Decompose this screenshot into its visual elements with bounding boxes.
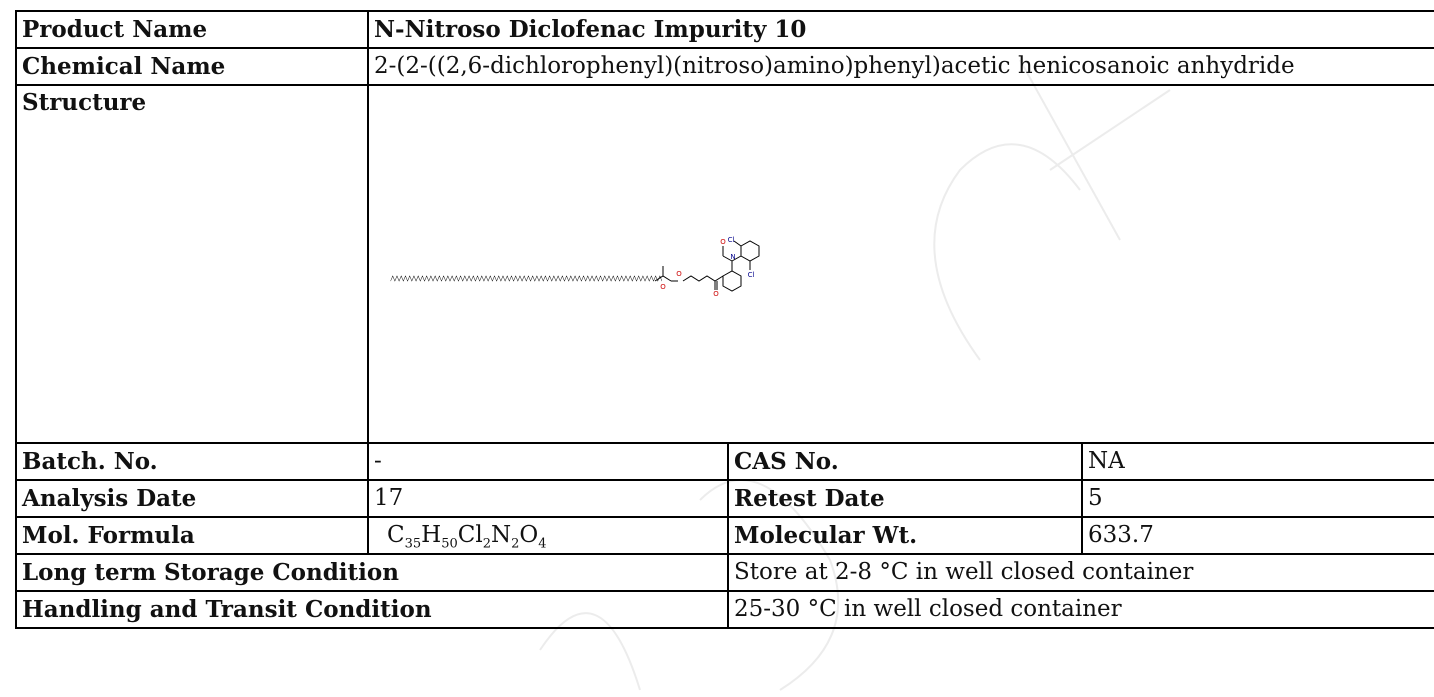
- batch-no-label: Batch. No.: [15, 442, 369, 481]
- row-product-name: Product Name N-Nitroso Diclofenac Impuri…: [15, 10, 1434, 49]
- atom-cl-bottom: Cl: [748, 271, 755, 279]
- structure-cell: O O O O N Cl Cl: [366, 84, 1434, 444]
- storage-label: Long term Storage Condition: [15, 553, 729, 592]
- coa-sheet: Product Name N-Nitroso Diclofenac Impuri…: [15, 10, 1434, 629]
- row-analysis: Analysis Date 17 Retest Date 5: [15, 479, 1434, 518]
- mol-formula-label: Mol. Formula: [15, 516, 369, 555]
- product-name-label: Product Name: [15, 10, 369, 49]
- product-name-value: N-Nitroso Diclofenac Impurity 10: [366, 10, 1434, 49]
- chemical-name-label: Chemical Name: [15, 47, 369, 86]
- structure-label: Structure: [15, 84, 369, 444]
- row-storage: Long term Storage Condition Store at 2-8…: [15, 553, 1434, 592]
- atom-o-nitroso: O: [720, 238, 726, 246]
- structure-drawing: O O O O N Cl Cl: [390, 236, 760, 298]
- specification-table: Product Name N-Nitroso Diclofenac Impuri…: [15, 10, 1434, 629]
- cas-no-value: NA: [1080, 442, 1434, 481]
- handling-value: 25-30 °C in well closed container: [726, 590, 1434, 629]
- retest-date-label: Retest Date: [727, 479, 1083, 518]
- atom-cl-top: Cl: [728, 236, 735, 244]
- analysis-date-value: 17: [367, 479, 729, 518]
- cas-no-label: CAS No.: [727, 442, 1083, 481]
- atom-n: N: [730, 253, 735, 261]
- chemical-name-value: 2-(2-((2,6-dichlorophenyl)(nitroso)amino…: [366, 47, 1434, 86]
- atom-o-carbonyl1: O: [660, 283, 666, 291]
- atom-o-ester: O: [676, 270, 682, 278]
- batch-no-value: -: [367, 442, 729, 481]
- row-handling: Handling and Transit Condition 25-30 °C …: [15, 590, 1434, 629]
- atom-o-carbonyl2: O: [713, 290, 719, 298]
- molecular-wt-label: Molecular Wt.: [727, 516, 1083, 555]
- analysis-date-label: Analysis Date: [15, 479, 369, 518]
- alkyl-chain: [390, 275, 663, 282]
- storage-value: Store at 2-8 °C in well closed container: [726, 553, 1434, 592]
- mol-formula-value: C35H50Cl2N2O4: [367, 516, 729, 555]
- handling-label: Handling and Transit Condition: [15, 590, 729, 629]
- row-structure: Structure: [15, 84, 1434, 444]
- row-batch: Batch. No. - CAS No. NA: [15, 442, 1434, 481]
- retest-date-value: 5: [1080, 479, 1434, 518]
- row-formula: Mol. Formula C35H50Cl2N2O4 Molecular Wt.…: [15, 516, 1434, 555]
- row-chemical-name: Chemical Name 2-(2-((2,6-dichlorophenyl)…: [15, 47, 1434, 86]
- molecular-wt-value: 633.7: [1080, 516, 1434, 555]
